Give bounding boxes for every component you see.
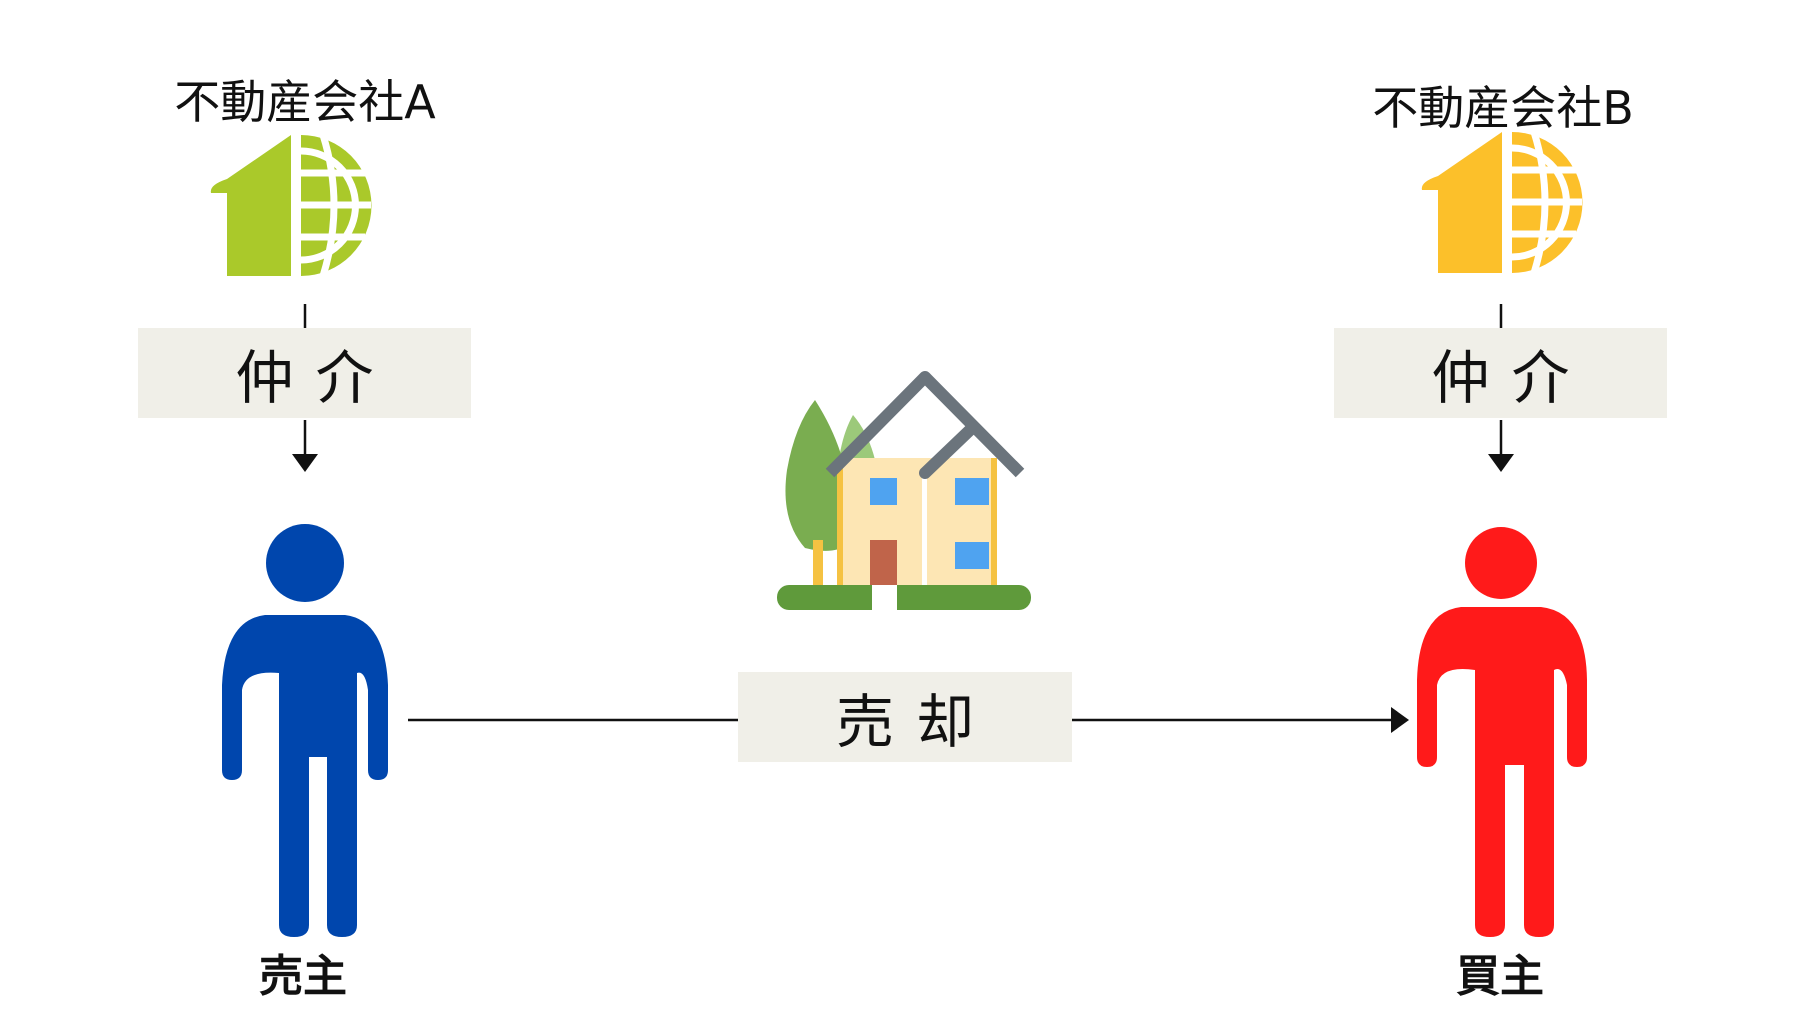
buyer-label: 買主: [1456, 951, 1544, 1002]
seller-person-icon: [222, 524, 388, 937]
company-b-logo-icon: [1421, 130, 1583, 275]
company-a-title: 不動産会社A: [174, 75, 436, 129]
company-b-down-arrow-icon: [1488, 420, 1514, 472]
buyer-person-icon: [1417, 527, 1587, 937]
company-b-connector-line: [1499, 304, 1503, 328]
company-b-title: 不動産会社B: [1372, 81, 1634, 135]
sale-arrow: [408, 707, 1409, 733]
company-a-connector-line: [303, 304, 307, 328]
company-b-mediation-label: 仲介: [1334, 328, 1667, 418]
sale-label: 売却: [738, 672, 1072, 762]
company-a-down-arrow-icon: [292, 420, 318, 472]
company-a-logo-icon: [210, 133, 372, 278]
house-icon: [777, 371, 1031, 610]
company-a-mediation-label: 仲介: [138, 328, 471, 418]
seller-label: 売主: [259, 951, 347, 1002]
